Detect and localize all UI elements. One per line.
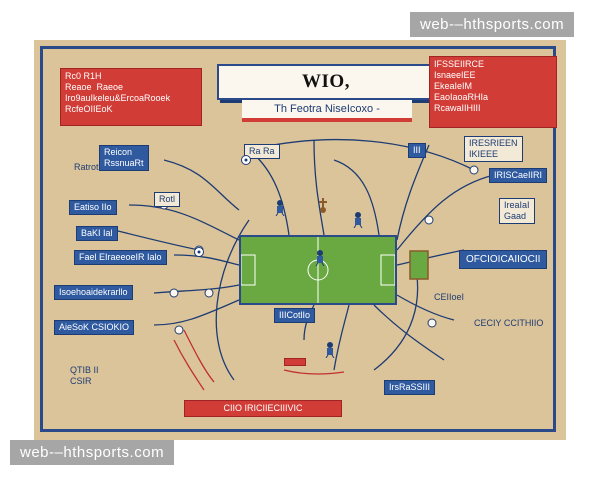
player-icon	[314, 250, 326, 267]
right-plain-label-1: CEIIoeI	[434, 292, 465, 302]
left-plain-label-2: QTIB II CSIR	[70, 365, 99, 386]
tactics-poster: WIO, LIREMFARATJIT Th Feotra NiseIcoxo -…	[34, 40, 566, 440]
player-icon	[324, 342, 336, 359]
player-icon	[274, 200, 286, 217]
right-box-2: OFCIOICAIIOCII	[459, 250, 548, 269]
field-markings	[240, 237, 396, 303]
ball-icon	[241, 152, 251, 165]
right-box-1: IRISCaeIIRI	[489, 168, 548, 183]
left-box-2: Eatiso IIo	[69, 200, 117, 215]
ball-icon	[194, 244, 204, 257]
bottom-box-1: IIICotlIo	[274, 308, 316, 323]
top-mid-label: Ra Ra	[244, 144, 280, 159]
mid-label-1: Rotl	[154, 192, 181, 207]
right-plain-label-2: CECIY CCITHIIO	[474, 318, 544, 328]
left-box-1: Reicon RssnuaRt	[99, 145, 149, 171]
goal-icon	[409, 250, 429, 280]
bottom-title-box: CIIO IRICIIECIIIVIC	[184, 400, 342, 417]
watermark-top: web-–hthsports.com	[410, 12, 575, 37]
left-box-5: Isoehoaidekrarllo	[54, 285, 133, 300]
top-right-info-box: IFSSEIIRCE IsnaeeIEE EkeaIeIM EaoIaoaRHI…	[429, 56, 557, 128]
whistle-icon	[317, 198, 329, 214]
right-small-box: III	[408, 143, 426, 158]
soccer-field	[239, 235, 397, 305]
left-plain-label-1: Ratrot	[74, 162, 99, 172]
left-box-4: Fael EIraeeoeIR Ialo	[74, 250, 167, 265]
bottom-red-bar	[284, 358, 306, 366]
poster-frame	[40, 46, 556, 432]
watermark-bottom: web-–hthsports.com	[10, 440, 175, 465]
right-info-box-1: IRESRIEEN IKIEEE	[464, 136, 523, 162]
right-info-box-2: IreaIaI Gaad	[499, 198, 535, 224]
diagram-subtitle: Th Feotra NiseIcoxo -	[242, 100, 412, 122]
left-box-6: AieSoK CSIOKIO	[54, 320, 135, 335]
left-box-3: BaKI Ial	[76, 226, 118, 241]
right-box-3: IrsRaSSIII	[384, 380, 436, 395]
diagram-title: WIO, LIREMFARATJIT	[217, 64, 435, 124]
player-icon	[352, 212, 364, 229]
top-left-info-box: Rc0 R1H Reaoe Raeoe Iro9auIkeleu&ErcoaRo…	[60, 68, 202, 126]
